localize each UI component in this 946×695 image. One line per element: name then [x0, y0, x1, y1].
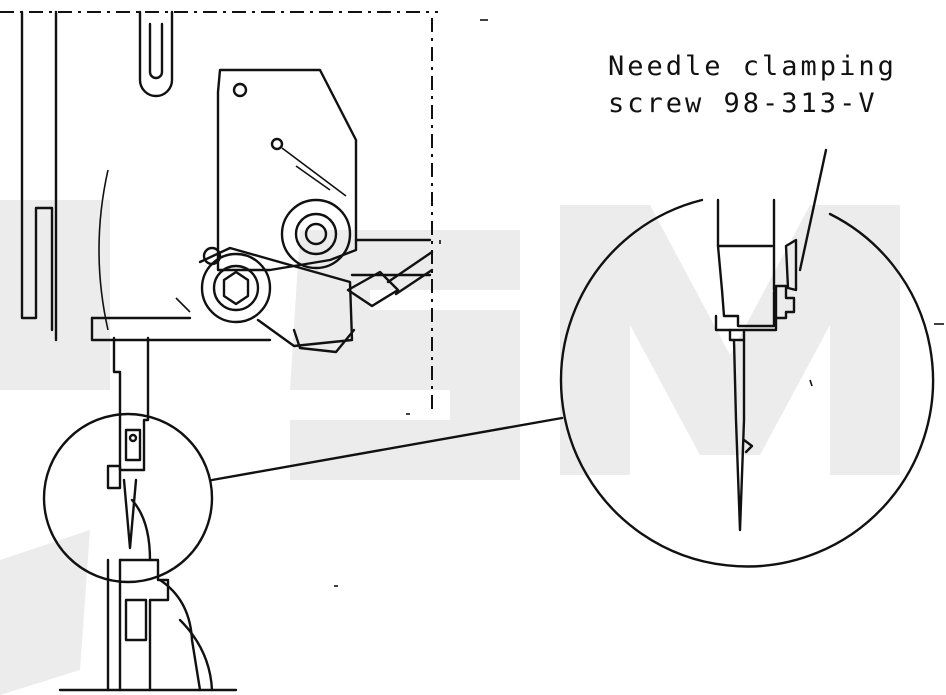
side-plate [216, 68, 432, 277]
needle-clamping-screw-callout: Needle clamping screw 98-313-V [608, 48, 897, 122]
pulley [280, 198, 352, 270]
stray-marks [334, 19, 944, 587]
machine-head [0, 10, 438, 410]
small-detail-circle [42, 412, 214, 584]
presser-foot [58, 558, 238, 692]
callout-line-1: Needle clamping [608, 51, 897, 82]
magnified-needle [714, 198, 813, 532]
watermark [0, 200, 900, 695]
large-detail-circle [559, 198, 935, 568]
callout-line-2: screw 98-313-V [608, 88, 878, 119]
needle-bar [106, 336, 152, 562]
leader-lines [210, 148, 828, 482]
clamp-assembly [175, 246, 434, 354]
